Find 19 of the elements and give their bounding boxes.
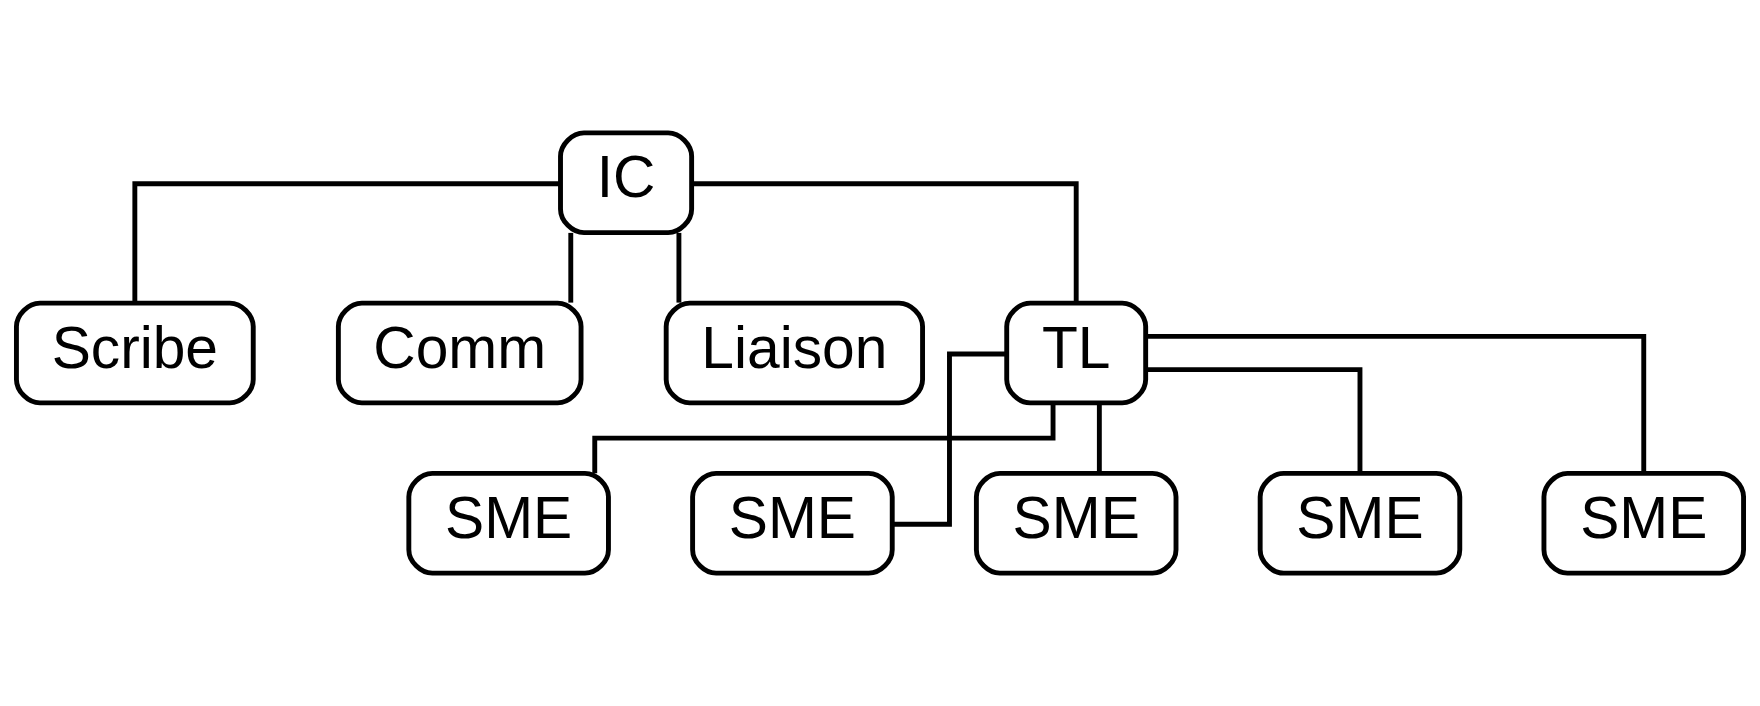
connector <box>892 351 1007 527</box>
node-box: SME <box>1257 470 1463 576</box>
node-box: SME <box>1541 470 1746 576</box>
node-box: SME <box>690 470 895 576</box>
node-box: SME <box>973 470 1179 576</box>
connector <box>132 181 561 303</box>
connector <box>676 232 682 303</box>
node-box: IC <box>558 130 695 236</box>
connector <box>568 232 574 303</box>
node-box: Comm <box>335 300 584 406</box>
connector <box>1096 403 1102 473</box>
connector <box>592 403 1056 474</box>
node-box: Scribe <box>14 300 256 406</box>
connector <box>1146 367 1363 473</box>
connector <box>1145 333 1647 474</box>
connector <box>692 181 1079 303</box>
node-box: TL <box>1004 300 1149 406</box>
node-box: Liaison <box>663 300 925 406</box>
node-box: SME <box>406 470 611 576</box>
